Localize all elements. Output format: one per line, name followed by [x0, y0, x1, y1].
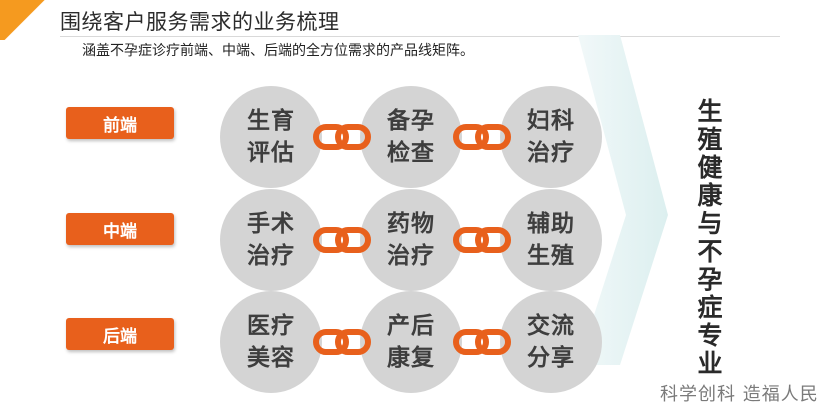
corner-accent — [0, 0, 52, 40]
service-node: 交流分享 — [500, 291, 602, 393]
service-node: 医疗美容 — [220, 291, 322, 393]
arrow-background — [578, 35, 668, 365]
service-node-text: 检查 — [387, 140, 435, 166]
signature: 科学创科 造福人民 — [660, 384, 819, 405]
chain-link-icon — [313, 225, 371, 255]
service-node-text: 治疗 — [247, 243, 295, 269]
service-node: 辅助生殖 — [500, 189, 602, 291]
service-node: 药物治疗 — [360, 189, 462, 291]
service-node-text: 交流 — [527, 313, 575, 339]
service-node: 生育评估 — [220, 86, 322, 188]
service-node: 手术治疗 — [220, 189, 322, 291]
service-node-text: 生殖 — [527, 243, 575, 269]
service-node-text: 治疗 — [527, 140, 575, 166]
service-node-text: 产后 — [387, 313, 435, 339]
service-node-text: 生育 — [247, 108, 295, 134]
chain-link-icon — [313, 327, 371, 357]
service-node-text: 药物 — [387, 211, 435, 237]
service-node-text: 分享 — [527, 345, 575, 371]
service-node-text: 医疗 — [247, 313, 295, 339]
page-title: 围绕客户服务需求的业务梳理 — [60, 10, 340, 34]
service-node: 备孕检查 — [360, 86, 462, 188]
service-node-text: 美容 — [247, 345, 295, 371]
chain-link-icon — [313, 122, 371, 152]
chain-link-icon — [453, 122, 511, 152]
service-node-text: 手术 — [247, 211, 295, 237]
page-subtitle: 涵盖不孕症诊疗前端、中端、后端的全方位需求的产品线矩阵。 — [82, 43, 474, 59]
row-label: 中端 — [66, 213, 174, 245]
service-node-text: 辅助 — [527, 211, 575, 237]
chain-link-icon — [453, 327, 511, 357]
service-node-text: 评估 — [247, 140, 295, 166]
summary-vertical-text: 生殖健康与不孕症专业 — [697, 97, 723, 378]
service-node: 产后康复 — [360, 291, 462, 393]
service-node: 妇科治疗 — [500, 86, 602, 188]
service-node-text: 治疗 — [387, 243, 435, 269]
title-divider — [60, 36, 780, 37]
row-label: 前端 — [66, 107, 174, 139]
service-node-text: 妇科 — [527, 108, 575, 134]
service-node-text: 康复 — [387, 345, 435, 371]
chain-link-icon — [453, 225, 511, 255]
service-node-text: 备孕 — [387, 108, 435, 134]
row-label: 后端 — [66, 318, 174, 350]
